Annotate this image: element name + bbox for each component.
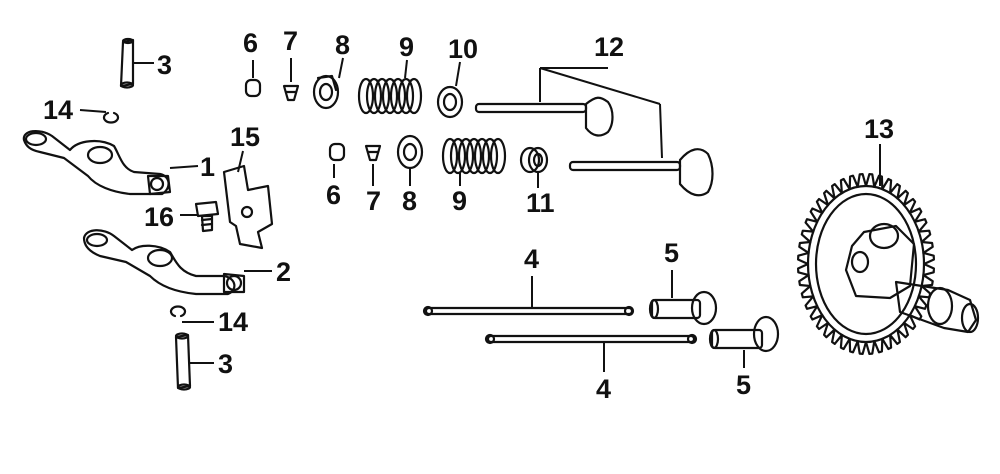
callout-4-lower: 4 [596, 374, 611, 404]
callout-3-lower: 3 [218, 349, 233, 379]
callout-7-lower: 7 [366, 186, 381, 216]
push-rod-lower [484, 333, 698, 345]
pivot-pin-lower [174, 332, 192, 391]
intake-valve [474, 96, 614, 137]
callout-15: 15 [230, 122, 260, 152]
valve-keeper-lower [364, 144, 382, 162]
rocker-arm-2 [82, 229, 246, 296]
valve-seal [519, 146, 549, 174]
clip-upper [102, 111, 120, 124]
rocker-arm-1 [22, 130, 172, 196]
exhaust-valve [568, 148, 714, 197]
spring-retainer-upper [312, 74, 340, 110]
valve-cap-upper [244, 78, 262, 98]
callout-13: 13 [864, 114, 894, 144]
valve-spring-lower [441, 137, 507, 175]
callout-14-lower: 14 [218, 307, 248, 337]
callout-8-upper: 8 [335, 30, 350, 60]
guide-plate [222, 164, 274, 250]
callout-6-upper: 6 [243, 28, 258, 58]
tappet-lower [708, 315, 780, 353]
callout-2: 2 [276, 257, 291, 287]
callout-16: 16 [144, 202, 174, 232]
valve-keeper-upper [282, 84, 300, 102]
spring-retainer-lower [396, 134, 424, 170]
callout-5-upper: 5 [664, 238, 679, 268]
callout-6-lower: 6 [326, 180, 341, 210]
gear-teeth-outline [797, 173, 935, 355]
callout-3-upper: 3 [157, 50, 172, 80]
pivot-pin-upper [119, 37, 135, 89]
push-rod-upper [422, 305, 635, 317]
callout-12: 12 [594, 32, 624, 62]
camshaft-gear [797, 173, 980, 355]
tappet-upper [648, 290, 718, 326]
valve-washer-upper [436, 85, 464, 119]
clip-lower [169, 305, 187, 318]
callout-9-lower: 9 [452, 186, 467, 216]
valve-cap-lower [328, 142, 346, 162]
valve-spring-upper [357, 77, 423, 115]
callout-5-lower: 5 [736, 370, 751, 400]
callout-10: 10 [448, 34, 478, 64]
callout-9-upper: 9 [399, 32, 414, 62]
callout-1: 1 [200, 152, 215, 182]
callout-7-upper: 7 [283, 26, 298, 56]
callout-11: 11 [526, 188, 555, 218]
callout-8-lower: 8 [402, 186, 417, 216]
callout-14-upper: 14 [43, 95, 73, 125]
bolt [194, 200, 220, 233]
callout-4-upper: 4 [524, 244, 539, 274]
